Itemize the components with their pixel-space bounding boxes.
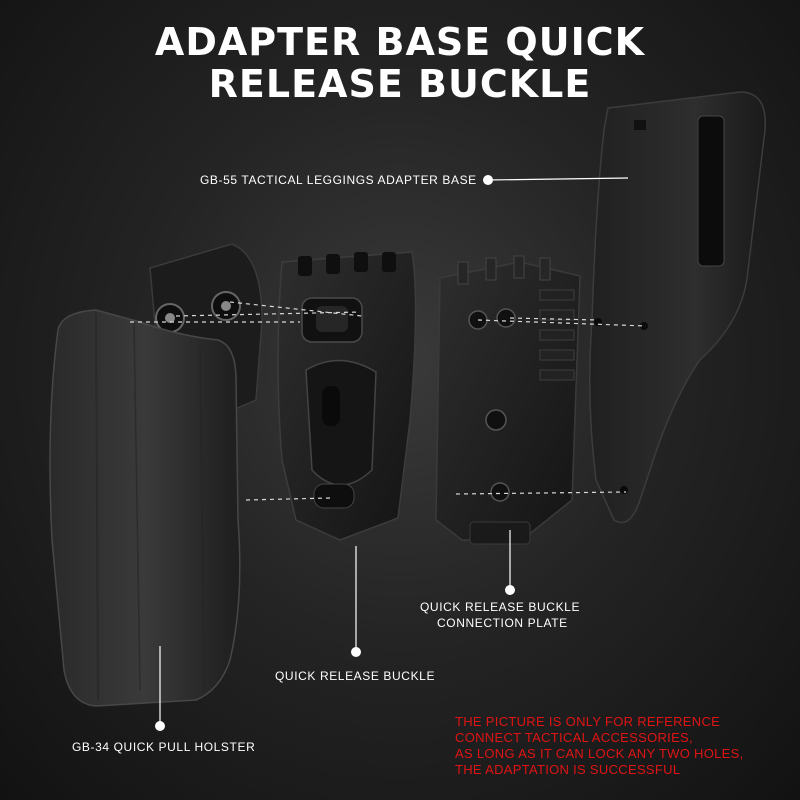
connection-plate-label-line-1: QUICK RELEASE BUCKLE — [420, 600, 581, 614]
holster-callout-dot — [155, 721, 165, 731]
connection-plate-part — [435, 255, 581, 545]
disclaimer-line-3: AS LONG AS IT CAN LOCK ANY TWO HOLES, — [455, 746, 744, 761]
disclaimer-line-1: THE PICTURE IS ONLY FOR REFERENCE — [455, 714, 721, 729]
adapter-base-callout-dot — [483, 175, 493, 185]
page-title-line-2: RELEASE BUCKLE — [208, 62, 592, 106]
connection-plate-label-line-2: CONNECTION PLATE — [437, 616, 568, 630]
buckle-callout-dot — [351, 647, 361, 657]
disclaimer-line-4: THE ADAPTATION IS SUCCESSFUL — [455, 762, 681, 777]
quick-release-buckle-label: QUICK RELEASE BUCKLE — [275, 669, 436, 683]
holster-part — [49, 309, 241, 707]
adapter-base-label: GB-55 TACTICAL LEGGINGS ADAPTER BASE — [200, 173, 477, 187]
quick-release-buckle-part — [277, 251, 417, 541]
exploded-guide-lines — [130, 301, 647, 501]
holster-label: GB-34 QUICK PULL HOLSTER — [72, 740, 256, 754]
adapter-base-part — [589, 91, 767, 524]
disclaimer-line-2: CONNECT TACTICAL ACCESSORIES, — [455, 730, 693, 745]
label-pointers — [159, 177, 629, 726]
page-title-line-1: ADAPTER BASE QUICK — [154, 20, 646, 64]
connection-plate-callout-dot — [505, 585, 515, 595]
